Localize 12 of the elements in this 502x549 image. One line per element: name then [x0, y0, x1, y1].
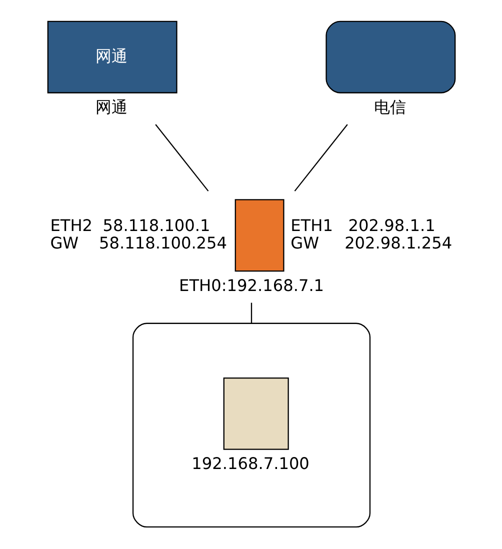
cluster	[132, 322, 370, 528]
connector	[294, 124, 348, 192]
node-label: 电信	[374, 98, 406, 117]
node-label: GW 58.118.100.254	[50, 233, 227, 252]
connector	[154, 124, 208, 192]
node-label: 192.168.7.100	[191, 454, 309, 474]
connector	[250, 302, 252, 324]
node-label: 网通	[95, 98, 128, 117]
node-label: ETH1 202.98.1.1	[290, 216, 435, 236]
node-label: GW 202.98.1.254	[290, 233, 452, 252]
node-label: ETH0:192.168.7.1	[178, 276, 324, 295]
node-label: ETH2 58.118.100.1	[50, 216, 210, 236]
